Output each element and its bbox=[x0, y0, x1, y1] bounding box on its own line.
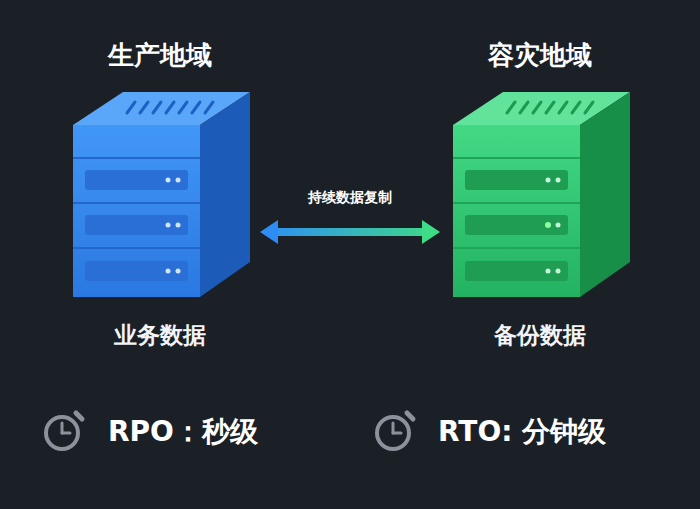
server-node: 容灾地域备份数据 bbox=[450, 30, 630, 360]
server-illustration bbox=[73, 92, 250, 297]
server-illustration bbox=[453, 92, 630, 297]
region-title: 容灾地域 bbox=[450, 38, 630, 72]
metric-label: RPO：秒级 bbox=[108, 414, 258, 450]
replication-arrow bbox=[260, 220, 440, 244]
data-label: 业务数据 bbox=[70, 318, 250, 352]
metric-label: RTO: 分钟级 bbox=[438, 414, 606, 450]
arrow-shaft bbox=[276, 228, 424, 236]
stopwatch-icon bbox=[377, 413, 413, 449]
edge-label: 持续数据复制 bbox=[308, 186, 392, 208]
data-label: 备份数据 bbox=[450, 318, 630, 352]
arrow-head bbox=[260, 220, 278, 244]
region-title: 生产地域 bbox=[70, 38, 250, 72]
server-node: 生产地域业务数据 bbox=[70, 30, 250, 360]
arrow-head bbox=[422, 220, 440, 244]
stopwatch-icon bbox=[46, 413, 82, 449]
